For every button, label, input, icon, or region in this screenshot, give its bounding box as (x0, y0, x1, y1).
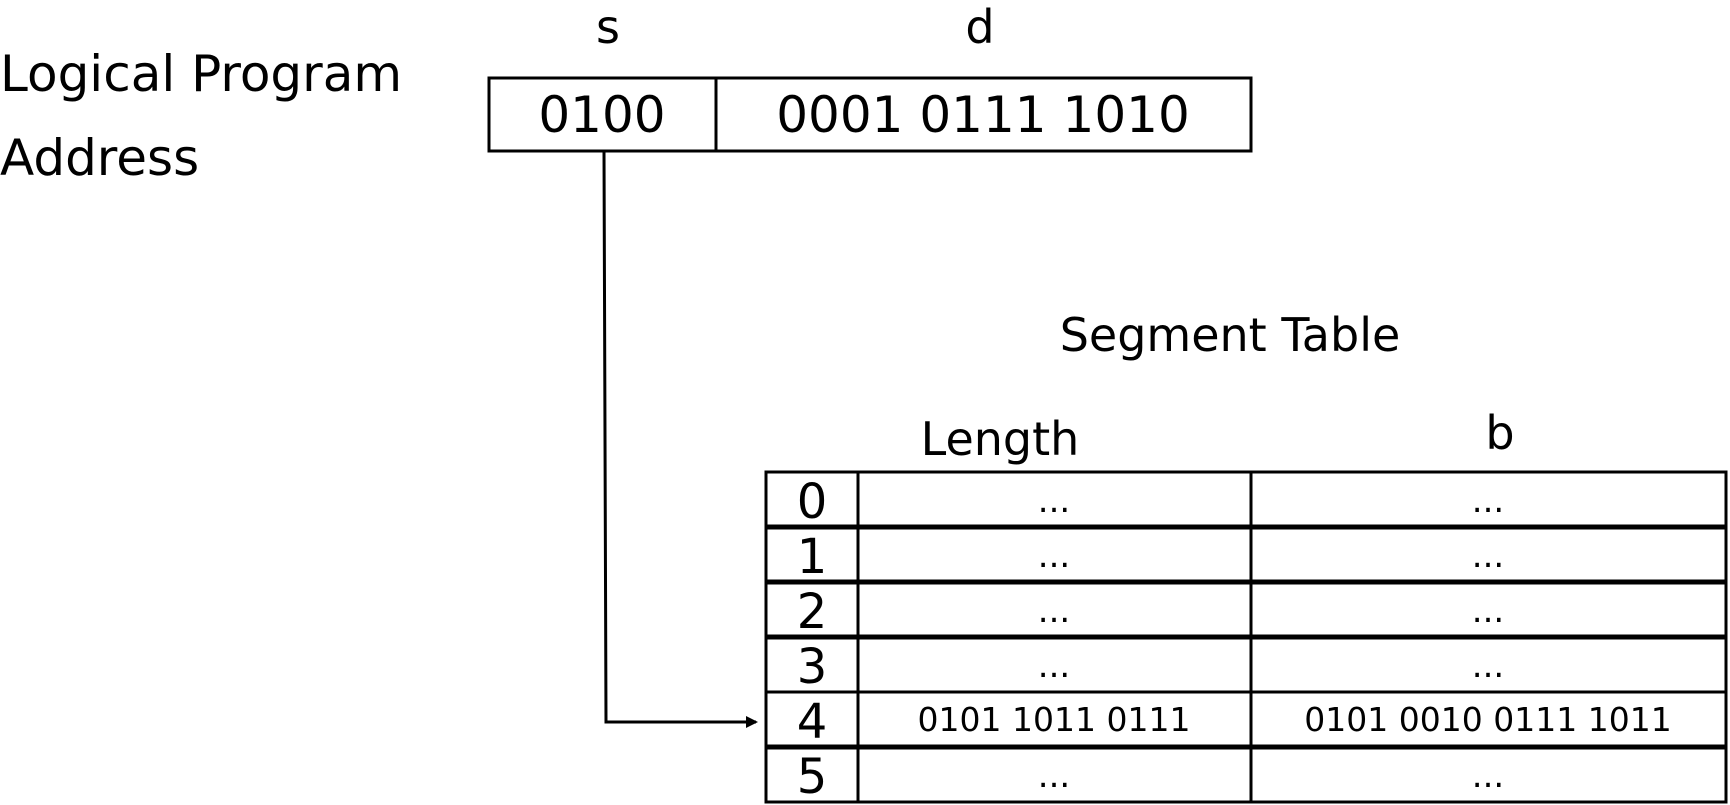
segment-row-base: ... (1472, 591, 1504, 631)
segment-row-index: 3 (797, 639, 828, 695)
segment-row-length: ... (1038, 756, 1070, 796)
diagram-title-line-2: Address (0, 129, 200, 187)
segment-row-index: 0 (797, 474, 828, 530)
segment-row-base: ... (1472, 481, 1504, 521)
segment-field-label: s (596, 0, 620, 54)
logical-address-box (487, 76, 1253, 153)
segment-row-index: 2 (797, 584, 828, 640)
segment-row-index: 5 (797, 749, 828, 805)
segment-lookup-arrow (602, 150, 758, 728)
segment-row-length: ... (1038, 481, 1070, 521)
segment-number-value: 0100 (538, 86, 665, 144)
segment-row-index: 1 (797, 529, 828, 585)
offset-field-label: d (965, 0, 995, 54)
segment-row-index: 4 (797, 694, 828, 750)
segment-row-length: ... (1038, 536, 1070, 576)
column-header-length: Length (920, 412, 1080, 466)
segment-table-title: Segment Table (1059, 308, 1401, 362)
segment-row-length: ... (1038, 646, 1070, 686)
segment-row-base: ... (1472, 536, 1504, 576)
segment-row-length: 0101 1011 0111 (918, 700, 1191, 739)
segment-row-length: ... (1038, 591, 1070, 631)
segment-row-base: 0101 0010 0111 1011 (1304, 700, 1671, 739)
segment-table: 0 ... ... 1 ... ... 2 ... ... 3 ... ... … (764, 470, 1728, 805)
column-header-b: b (1485, 406, 1515, 460)
offset-value: 0001 0111 1010 (776, 86, 1190, 144)
segment-row-base: ... (1472, 646, 1504, 686)
diagram-title-line-1: Logical Program (0, 45, 403, 103)
segment-row-base: ... (1472, 756, 1504, 796)
